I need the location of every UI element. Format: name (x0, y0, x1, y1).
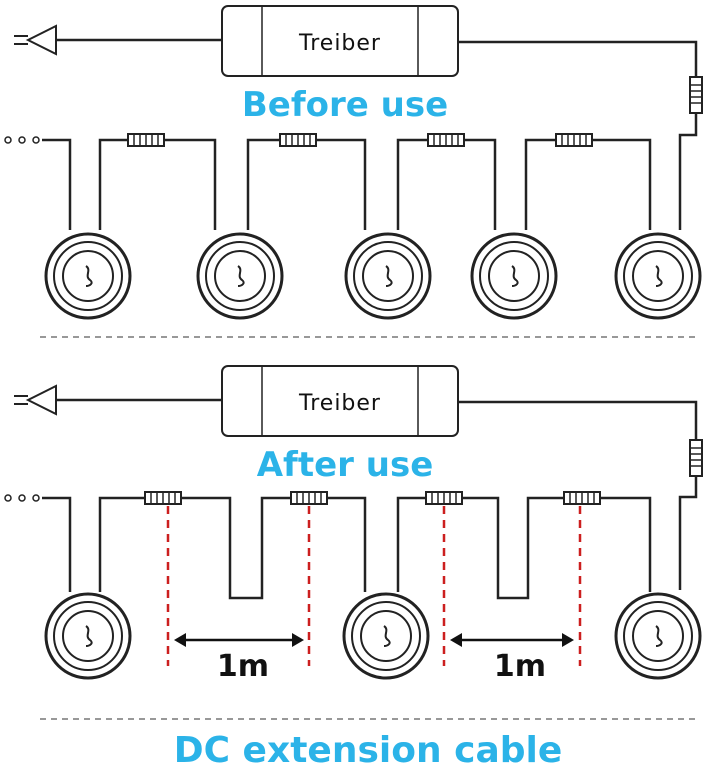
lamp-wiring (42, 138, 652, 230)
connector-icon (689, 439, 703, 477)
connector-icon (689, 76, 703, 114)
lamp-icon (342, 592, 430, 680)
connector-icon (427, 133, 465, 147)
lamp-wiring (42, 496, 652, 600)
cable-segment (678, 476, 698, 590)
before-use-title: Before use (242, 85, 448, 125)
lamp-icon (470, 232, 558, 320)
lamp-icon (196, 232, 284, 320)
connector-icon (290, 491, 328, 505)
connector-icon (555, 133, 593, 147)
distance-arrow (174, 633, 304, 647)
distance-label: 1m (217, 649, 269, 684)
lamp-icon (614, 232, 702, 320)
distance-label: 1m (494, 649, 546, 684)
connector-icon (127, 133, 165, 147)
lamp-icon (44, 592, 132, 680)
driver-box: Treiber (221, 365, 459, 437)
lamp-icon (44, 232, 132, 320)
driver-output-cable (458, 40, 698, 76)
driver-label: Treiber (298, 31, 381, 56)
section-after: Treiber (4, 365, 703, 684)
power-plug-icon (13, 25, 57, 55)
power-plug-icon (13, 385, 57, 415)
continuation-dots (4, 136, 40, 144)
measurement-markers (166, 506, 582, 666)
lamp-icon (344, 232, 432, 320)
driver-box: Treiber (221, 5, 459, 77)
connector-icon (279, 133, 317, 147)
driver-output-cable (458, 400, 698, 440)
connector-icon (425, 491, 463, 505)
connector-icon (563, 491, 601, 505)
cable-segment (678, 113, 698, 230)
continuation-dots (4, 494, 40, 502)
distance-arrow (450, 633, 574, 647)
caption: DC extension cable (174, 730, 563, 771)
driver-label: Treiber (298, 391, 381, 416)
after-use-title: After use (257, 445, 434, 485)
connector-icon (144, 491, 182, 505)
section-before: Treiber (4, 5, 703, 320)
lamp-icon (614, 592, 702, 680)
